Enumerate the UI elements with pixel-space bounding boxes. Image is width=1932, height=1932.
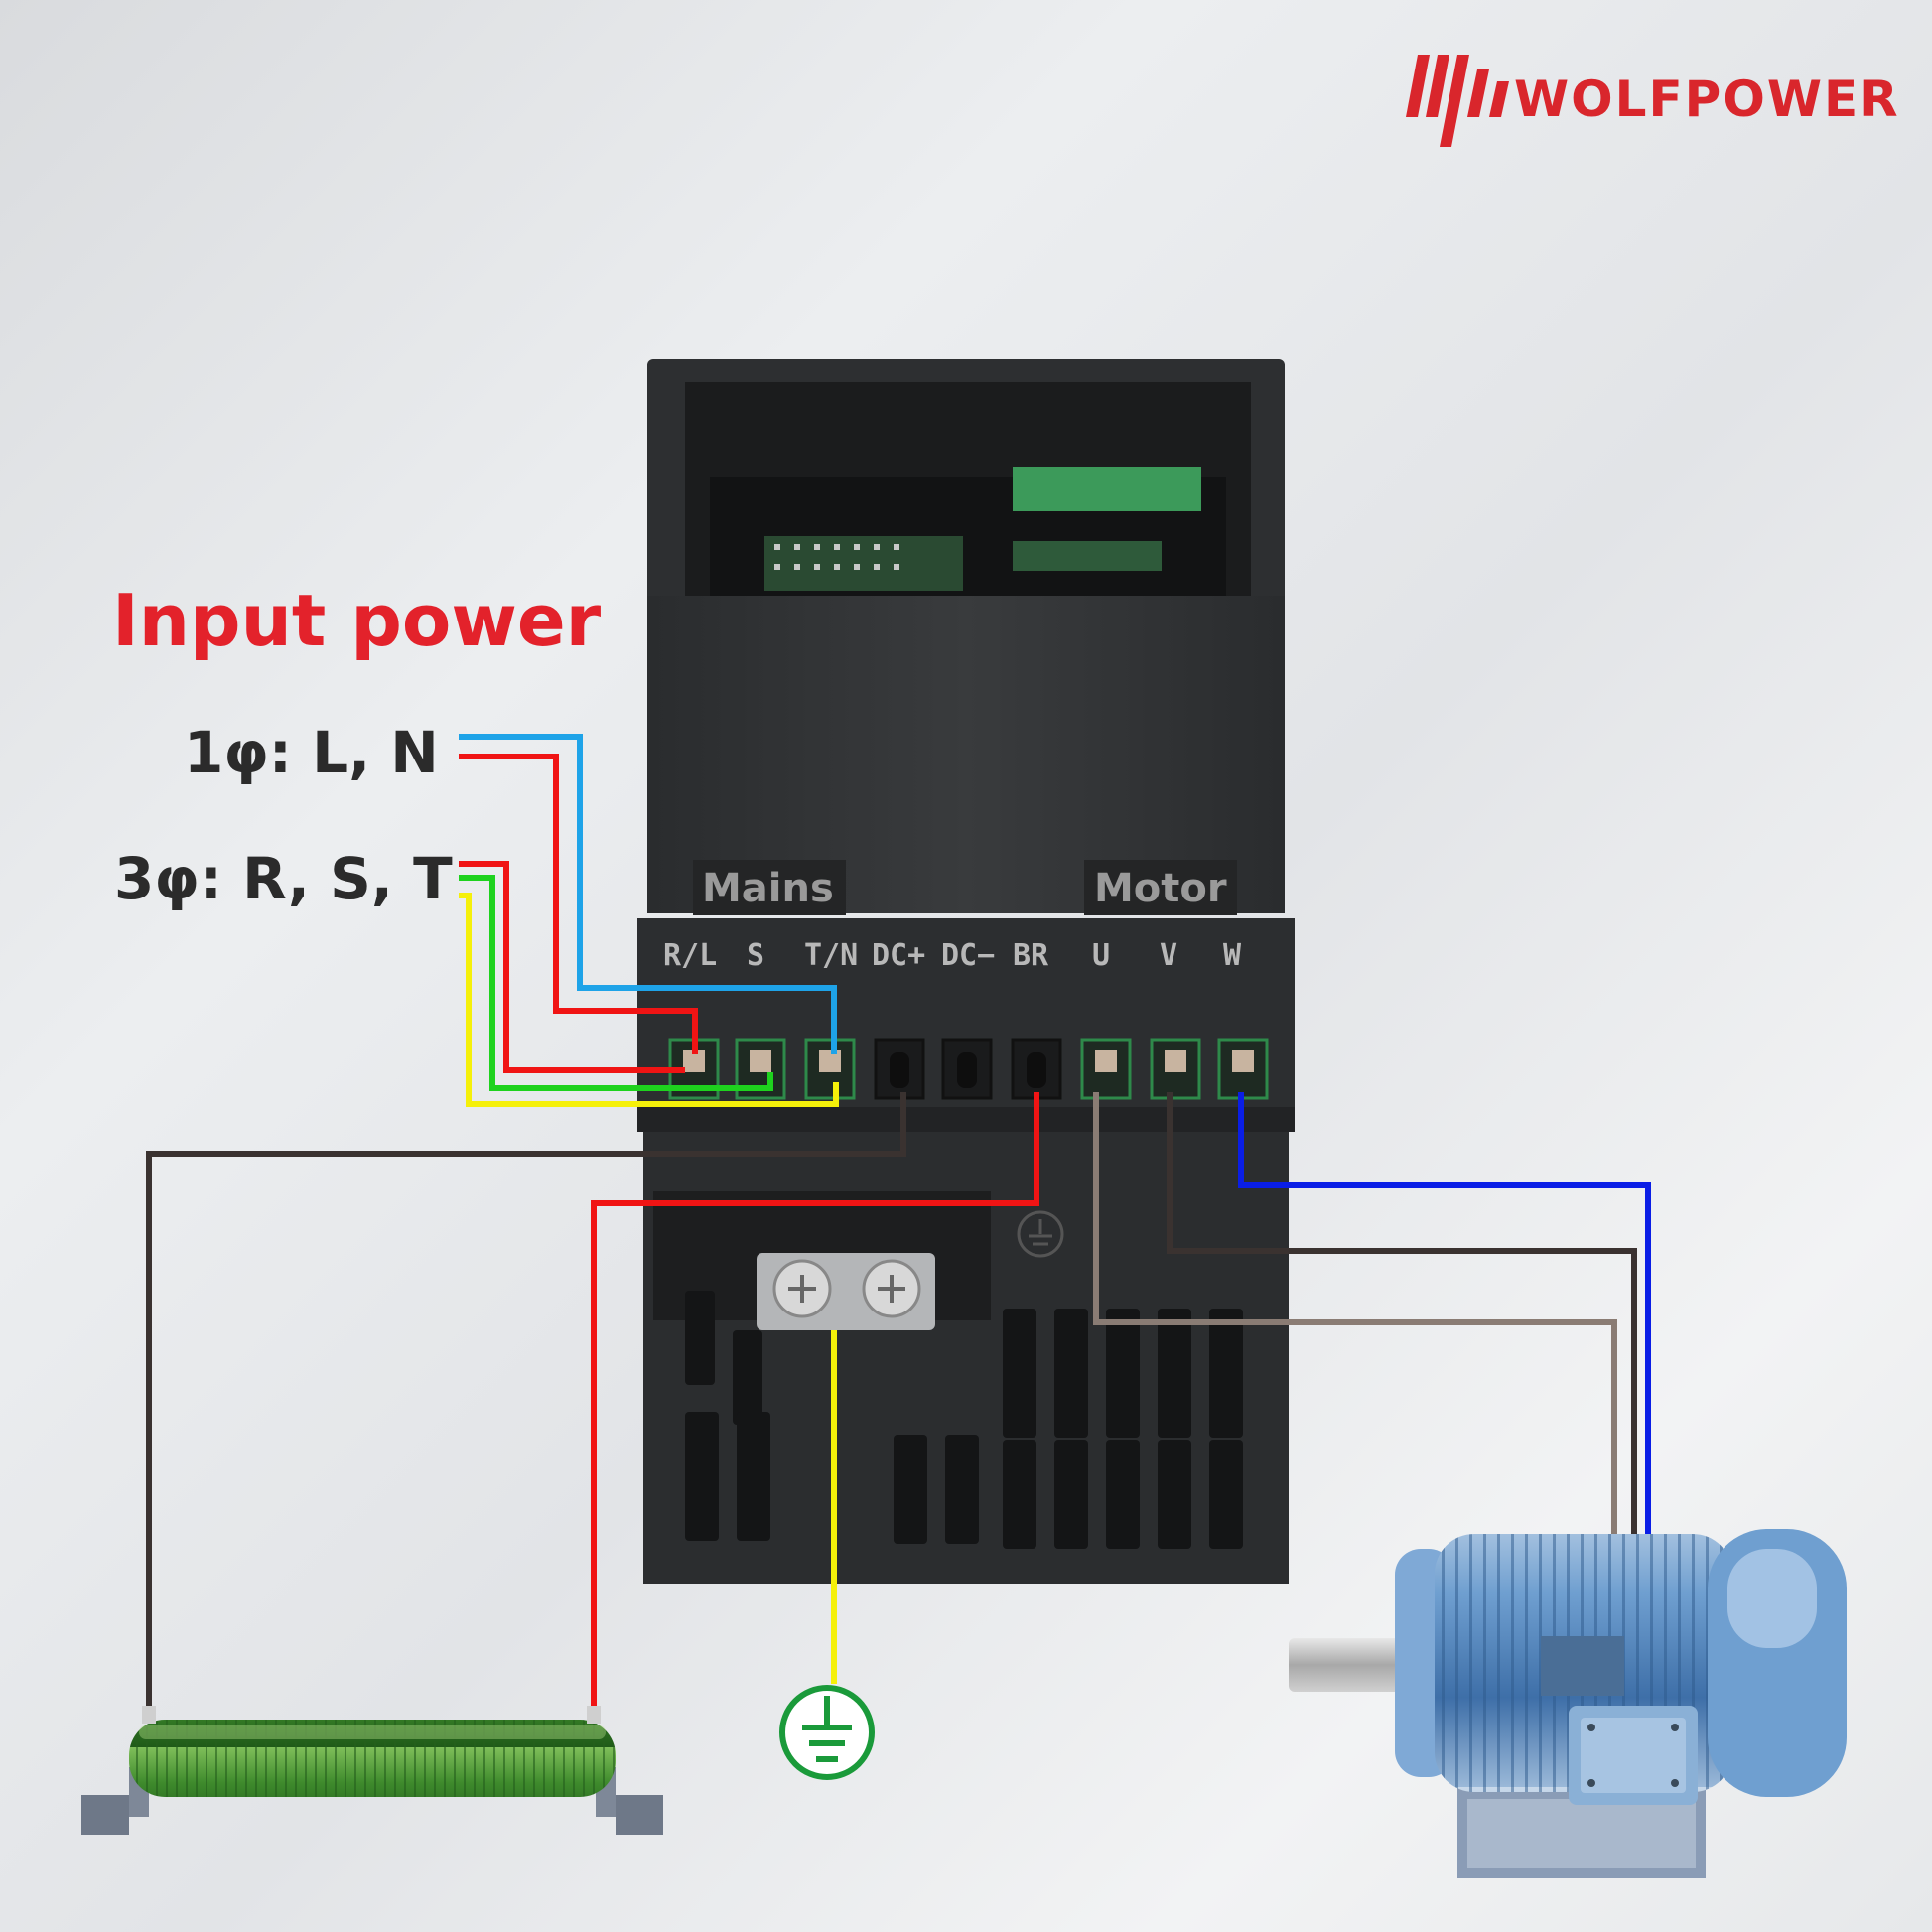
ground-screw-right [862, 1259, 921, 1318]
wolfpower-logo-mark [1406, 55, 1509, 147]
three-phase-label: 3φ: R, S, T [114, 845, 453, 912]
wires [146, 734, 1651, 1745]
terminal-label-dcminus: DC− [941, 938, 995, 973]
resistor-terminal-left [142, 1706, 156, 1724]
terminal-label-tn: T/N [804, 938, 858, 973]
braking-resistor [81, 1706, 663, 1835]
wire-r-red [459, 861, 685, 1073]
terminal-socket-w [1217, 1038, 1269, 1100]
wire-br-resistor [591, 1092, 1039, 1716]
control-terminal-strip [1013, 541, 1162, 571]
terminal-label-dcplus: DC+ [872, 938, 925, 973]
terminal-socket-br [1011, 1038, 1062, 1100]
terminal-socket-dcplus [874, 1038, 925, 1100]
terminal-label-rl: R/L [663, 938, 717, 973]
resistor-body [129, 1720, 616, 1797]
motor-shaft [1289, 1638, 1418, 1692]
wire-w-motor [1238, 1092, 1651, 1745]
terminal-socket-s [735, 1038, 786, 1100]
brand-name: WOLFPOWER [1514, 70, 1900, 128]
terminal-panel-edge [637, 1107, 1295, 1132]
resistor-foot-left [81, 1795, 129, 1835]
wire-v-motor [1167, 1092, 1637, 1745]
terminal-socket-u [1080, 1038, 1132, 1100]
terminal-label-u: U [1092, 938, 1110, 973]
terminal-label-w: W [1223, 938, 1242, 973]
electric-motor [1289, 1529, 1847, 1878]
motor-plate-bg [1084, 860, 1237, 915]
terminal-label-s: S [747, 938, 764, 973]
wire-s-green [459, 875, 773, 1091]
ground-icon [779, 1685, 875, 1780]
input-power-title: Input power [112, 579, 602, 662]
ground-symbol-mark [1017, 1210, 1064, 1258]
motor-plate-label: Motor [1094, 866, 1227, 911]
wire-dcplus-resistor [146, 1092, 906, 1716]
wire-l-red [459, 754, 698, 1054]
terminal-label-br: BR [1013, 938, 1049, 973]
wire-t-yellow [459, 893, 839, 1107]
terminal-socket-tn [804, 1038, 856, 1100]
mains-plate-bg [693, 860, 846, 915]
resistor-foot-right [616, 1795, 663, 1835]
ground-screw-left [772, 1259, 832, 1318]
drive-unit: Mains Motor R/L S T/N DC+ DC− BR U V W [637, 359, 1295, 1584]
control-terminal-block [1013, 467, 1201, 511]
brand-logo: WOLFPOWER [1406, 55, 1900, 147]
mains-plate-label: Mains [702, 866, 834, 911]
motor-nameplate [1541, 1636, 1624, 1696]
single-phase-label: 1φ: L, N [184, 719, 439, 786]
terminal-socket-dcminus [941, 1038, 993, 1100]
pin-header-pins [774, 544, 899, 570]
resistor-terminal-right [587, 1706, 601, 1724]
wire-n-blue [459, 734, 837, 1054]
terminal-socket-v [1150, 1038, 1201, 1100]
terminal-label-v: V [1160, 938, 1177, 973]
vent-slots [685, 1291, 1243, 1549]
